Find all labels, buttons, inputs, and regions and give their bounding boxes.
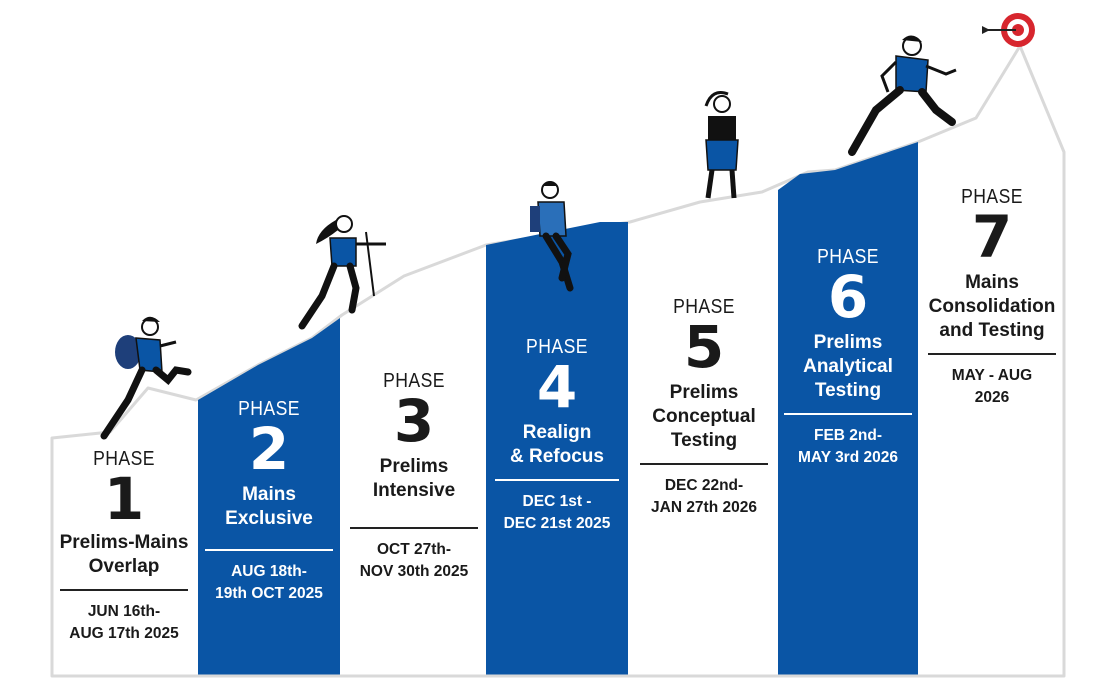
phase-2-label: PHASE: [238, 398, 300, 420]
phase-4-divider: [495, 479, 619, 481]
phase-7-dates: MAY - AUG 2026: [951, 367, 1033, 406]
phase-1-divider: [60, 589, 188, 591]
phase-5-label: PHASE: [673, 296, 735, 318]
phase-3-title: Prelims Intensive: [372, 456, 456, 501]
phase-6-title: Prelims Analytical Testing: [803, 332, 893, 401]
hiker-figure: [100, 316, 192, 440]
phase-4-title: Realign & Refocus: [510, 422, 604, 467]
phase-3-dates: OCT 27th- NOV 30th 2025: [359, 541, 469, 580]
phase-1-dates: JUN 16th- AUG 17th 2025: [69, 603, 179, 642]
phase-6-divider: [784, 413, 912, 415]
running-figure: [848, 35, 957, 156]
phase-3-number: 3: [393, 387, 435, 455]
phase-3-block: PHASE 3 Prelims Intensive OCT 27th- NOV …: [342, 370, 486, 583]
phase-7-label: PHASE: [961, 186, 1023, 208]
phase-2-title: Mains Exclusive: [225, 484, 313, 529]
phase-4-block: PHASE 4 Realign & Refocus DEC 1st - DEC …: [486, 336, 628, 535]
phase-4-number: 4: [536, 353, 578, 421]
phase-5-title: Prelims Conceptual Testing: [652, 382, 756, 451]
phase-7-block: PHASE 7 Mains Consolidation and Testing …: [920, 186, 1064, 409]
phase-7-number: 7: [971, 203, 1013, 271]
sitting-figure: [530, 181, 574, 292]
phase-1-title: Prelims-Mains Overlap: [59, 532, 189, 577]
stretching-figure: [704, 91, 739, 199]
phase-7-divider: [928, 353, 1056, 355]
phase-1-block: PHASE 1 Prelims-Mains Overlap JUN 16th- …: [52, 448, 196, 645]
phase-2-dates: AUG 18th- 19th OCT 2025: [215, 563, 323, 602]
phase-5-divider: [640, 463, 768, 465]
phase-4-column: [486, 222, 628, 676]
dart-target-icon: [982, 13, 1035, 47]
phase-3-label: PHASE: [383, 370, 445, 392]
phase-4-label: PHASE: [526, 336, 588, 358]
phase-6-label: PHASE: [817, 246, 879, 268]
phase-2-column: [198, 318, 340, 676]
phase-5-block: PHASE 5 Prelims Conceptual Testing DEC 2…: [632, 296, 776, 519]
phase-2-number: 2: [248, 415, 290, 483]
hiker-woman-figure: [298, 215, 386, 330]
phase-5-number: 5: [683, 313, 725, 381]
phase-6-number: 6: [827, 263, 869, 331]
phase-1-label: PHASE: [93, 448, 155, 470]
phase-2-block: PHASE 2 Mains Exclusive AUG 18th- 19th O…: [198, 398, 340, 605]
phase-3-divider: [350, 527, 478, 529]
phase-5-dates: DEC 22nd- JAN 27th 2026: [651, 477, 757, 516]
phase-6-dates: FEB 2nd- MAY 3rd 2026: [798, 427, 898, 466]
phase-7-title: Mains Consolidation and Testing: [928, 272, 1056, 341]
phase-6-column: [778, 142, 918, 676]
phase-4-dates: DEC 1st - DEC 21st 2025: [503, 493, 611, 532]
phase-2-divider: [205, 549, 333, 551]
phase-6-block: PHASE 6 Prelims Analytical Testing FEB 2…: [778, 246, 918, 469]
phase-1-number: 1: [103, 465, 145, 533]
